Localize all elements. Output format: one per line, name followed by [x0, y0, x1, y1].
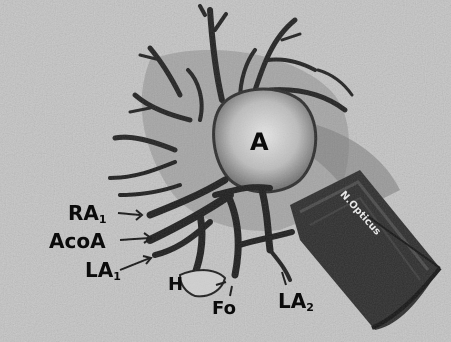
label-la2-text: LA	[278, 289, 306, 313]
label-ra1-sub: 1	[99, 213, 107, 226]
label-h: H	[168, 276, 183, 294]
label-ra1: RA1	[68, 203, 107, 225]
label-la1-text: LA	[85, 258, 113, 282]
label-fo: Fo	[212, 300, 236, 318]
label-acoa: AcoA	[49, 231, 106, 251]
label-aneurysm: A	[250, 130, 269, 154]
label-la1: LA1	[85, 260, 121, 282]
label-ra1-text: RA	[68, 201, 99, 225]
label-la2: LA2	[278, 291, 314, 313]
label-la1-sub: 1	[113, 270, 121, 283]
label-la2-sub: 2	[306, 301, 314, 314]
